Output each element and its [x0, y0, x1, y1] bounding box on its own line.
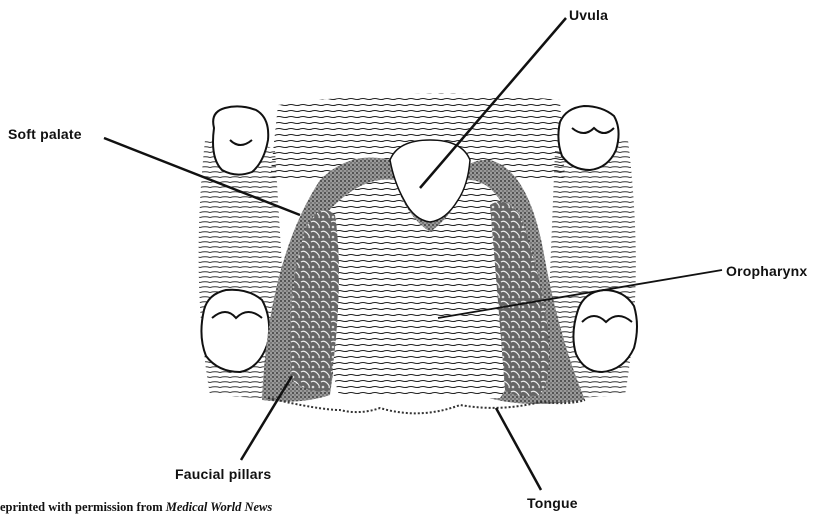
soft-palate-label: Soft palate	[8, 126, 82, 142]
oropharynx-label: Oropharynx	[726, 263, 807, 279]
credit-source: Medical World News	[166, 500, 272, 514]
credit-prefix: eprinted with permission from	[0, 500, 166, 514]
upper-right-tooth	[558, 106, 618, 170]
credit-line: eprinted with permission from Medical Wo…	[0, 500, 272, 515]
upper-left-tooth	[213, 106, 268, 174]
lower-right-tooth	[573, 290, 637, 372]
tongue-leader-line	[496, 408, 541, 490]
faucial-pillars-label: Faucial pillars	[175, 466, 271, 482]
uvula-label: Uvula	[569, 7, 608, 23]
lower-left-tooth	[201, 290, 269, 372]
tongue-label: Tongue	[527, 495, 578, 511]
